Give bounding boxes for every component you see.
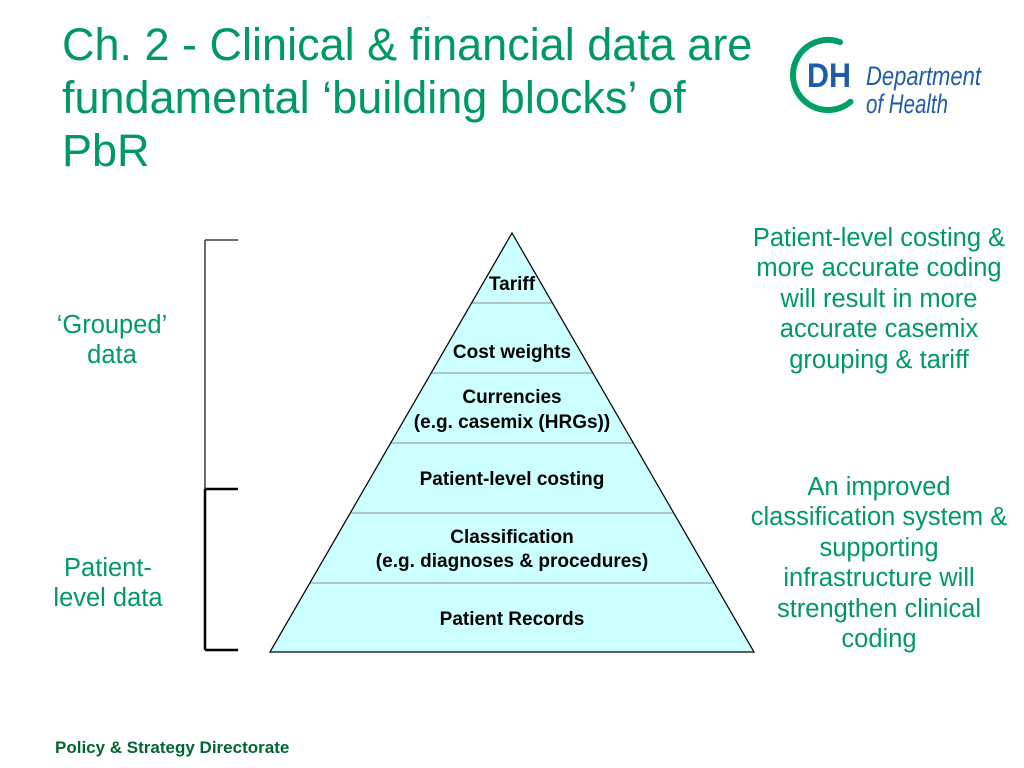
- title-line: Ch. 2 - Clinical & financial data are: [62, 19, 753, 70]
- pyramid-level-label: Cost weights: [453, 342, 571, 363]
- note-line: supporting: [819, 533, 939, 562]
- patient-level-data-label: Patient- level data: [33, 553, 183, 614]
- classification-note: An improved classification system & supp…: [744, 472, 1014, 654]
- note-line: infrastructure will: [783, 564, 975, 593]
- logo-ring-icon: [790, 37, 854, 113]
- pyramid-level-label: Classification: [450, 527, 574, 548]
- note-line: grouping & tariff: [789, 345, 969, 374]
- pyramid-level-currencies: Currencies (e.g. casemix (HRGs)): [389, 372, 635, 444]
- costing-note: Patient-level costing & more accurate co…: [744, 223, 1014, 375]
- pyramid-level-label: Tariff: [489, 274, 536, 295]
- grouped-data-label: ‘Grouped’ data: [37, 310, 187, 371]
- logo-monogram: DH: [807, 57, 851, 95]
- note-line: coding: [841, 625, 917, 654]
- note-line: will result in more: [780, 284, 978, 313]
- pyramid-outline: [268, 231, 756, 653]
- pyramid-level-sublabel: (e.g. diagnoses & procedures): [376, 551, 648, 572]
- pyramid-band: [308, 512, 716, 584]
- note-line: accurate casemix: [779, 315, 979, 344]
- department-of-health-logo: DH Department of Health: [790, 37, 982, 119]
- pyramid-level-patient-records: Patient Records: [269, 582, 755, 653]
- pyramid-level-cost-weights: Cost weights: [430, 302, 594, 374]
- pyramid-level-label: Currencies: [462, 387, 561, 408]
- logo-name-line: Department: [866, 61, 982, 91]
- pyramid-level-classification: Classification (e.g. diagnoses & procedu…: [308, 512, 716, 584]
- label-line: Patient-: [64, 554, 152, 582]
- label-line: ‘Grouped’: [56, 311, 168, 339]
- note-line: more accurate coding: [756, 254, 1002, 283]
- note-line: strengthen clinical: [776, 594, 982, 623]
- note-line: classification system &: [750, 503, 1008, 532]
- patient-level-data-bracket: [203, 487, 238, 652]
- pyramid-level-label: Patient-level costing: [420, 469, 605, 490]
- title-line: PbR: [62, 125, 150, 176]
- note-line: Patient-level costing &: [752, 224, 1006, 252]
- footer-directorate: Policy & Strategy Directorate: [55, 738, 290, 757]
- label-line: data: [87, 341, 137, 370]
- pyramid-level-tariff: Tariff: [470, 232, 554, 304]
- grouped-data-bracket: [204, 239, 238, 489]
- pyramid-level-patient-level-costing: Patient-level costing: [349, 442, 675, 514]
- label-line: level data: [53, 584, 163, 613]
- pyramid-level-sublabel: (e.g. casemix (HRGs)): [414, 412, 610, 433]
- slide-title: Ch. 2 - Clinical & financial data are fu…: [62, 18, 752, 177]
- title-line: fundamental ‘building blocks’ of: [62, 72, 686, 123]
- pyramid-level-label: Patient Records: [440, 609, 585, 630]
- note-line: An improved: [807, 473, 951, 501]
- logo-name-line: of Health: [866, 89, 948, 119]
